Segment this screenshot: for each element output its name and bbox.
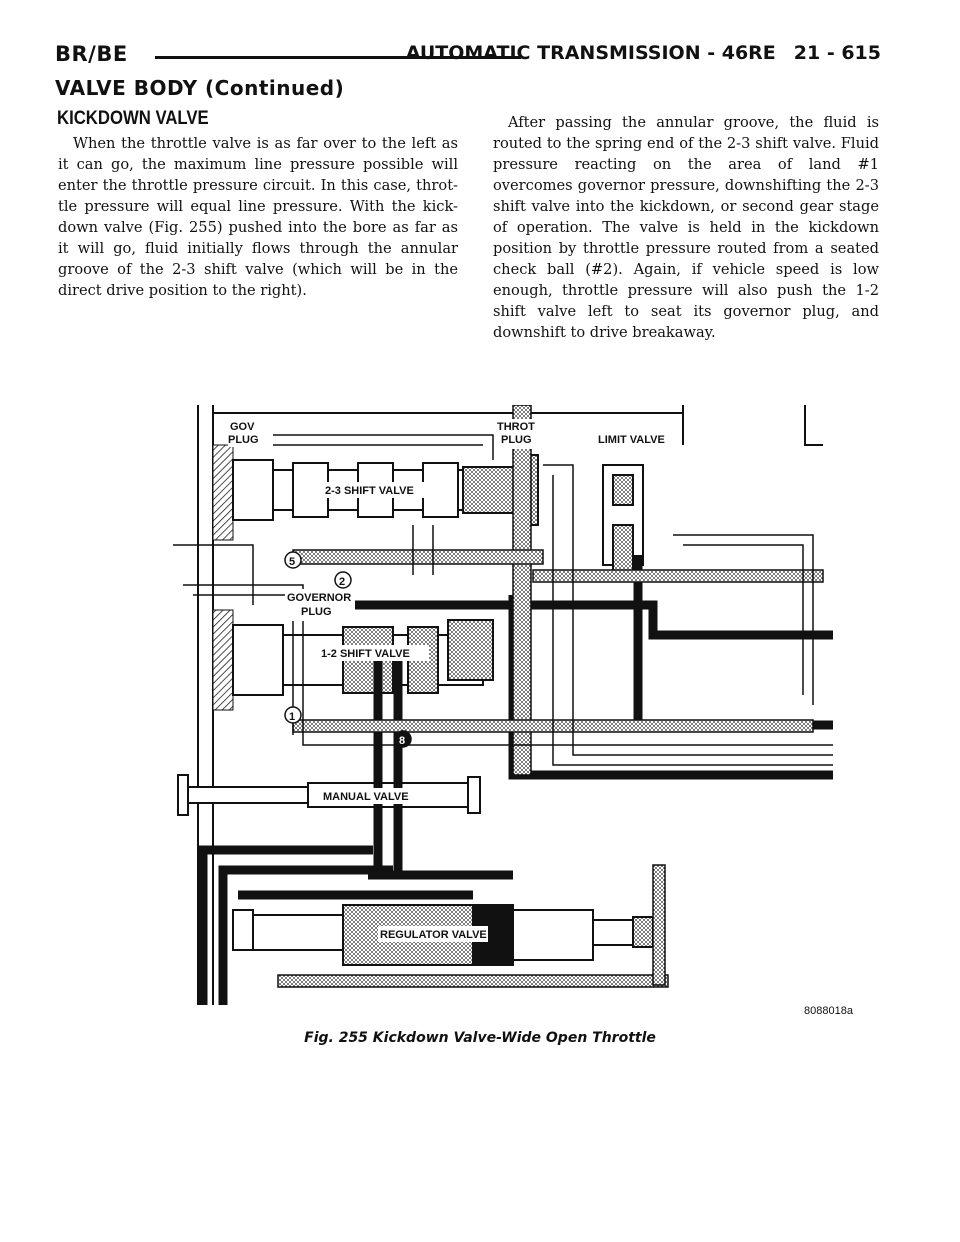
figure-number: 8088018a [804, 1005, 853, 1017]
page-number: 21 - 615 [793, 42, 881, 64]
figure-caption: Fig. 255 Kickdown Valve-Wide Open Thrott… [304, 1030, 656, 1046]
check-balls [284, 551, 412, 748]
paragraph-right: After passing the annular groove, the fl… [493, 114, 879, 341]
throt-plug-label-line2: PLUG [501, 434, 532, 446]
gov-plug-label-line2: PLUG [228, 434, 259, 446]
shift-valve-23-label: 2-3 SHIFT VALVE [325, 485, 414, 497]
page-header: BR/BE AUTOMATIC TRANSMISSION - 46RE 21 - … [55, 42, 881, 72]
check-ball-5-label: 5 [289, 556, 295, 568]
throttle-passages [277, 404, 824, 988]
subheading: KICKDOWN VALVE [57, 108, 209, 129]
header-rule [155, 56, 521, 59]
throt-plug-label-line1: THROT [497, 421, 535, 433]
check-ball-2-label: 2 [339, 576, 345, 588]
hydraulic-diagram: 5 2 1 8 GOV PLUG 2-3 SHIFT VALVE THROT P… [153, 404, 833, 1005]
limit-valve [602, 464, 644, 576]
header-section: AUTOMATIC TRANSMISSION - 46RE 21 - 615 [406, 42, 881, 64]
governor-plug-label-line2: PLUG [301, 606, 332, 618]
header-title: AUTOMATIC TRANSMISSION - 46RE [405, 42, 776, 64]
casting-top [212, 444, 234, 541]
check-ball-1-label: 1 [289, 711, 295, 723]
governor-passages [173, 434, 833, 766]
paragraph-left: When the throttle valve is as far over t… [58, 135, 458, 299]
shift-valve-12-label: 1-2 SHIFT VALVE [321, 648, 410, 660]
casting-mid [212, 609, 234, 711]
section-title: VALVE BODY (Continued) [55, 76, 345, 100]
gov-plug-label-line1: GOV [230, 421, 255, 433]
header-model: BR/BE [55, 42, 128, 66]
limit-valve-label: LIMIT VALVE [598, 434, 665, 446]
regulator-valve-label: REGULATOR VALVE [380, 929, 487, 941]
governor-plug-label-line1: GOVERNOR [287, 592, 351, 604]
diagram-svg: 5 2 1 8 GOV PLUG 2-3 SHIFT VALVE THROT P… [153, 404, 833, 1005]
manual-valve-label: MANUAL VALVE [323, 791, 409, 803]
check-ball-8-label: 8 [399, 735, 405, 747]
